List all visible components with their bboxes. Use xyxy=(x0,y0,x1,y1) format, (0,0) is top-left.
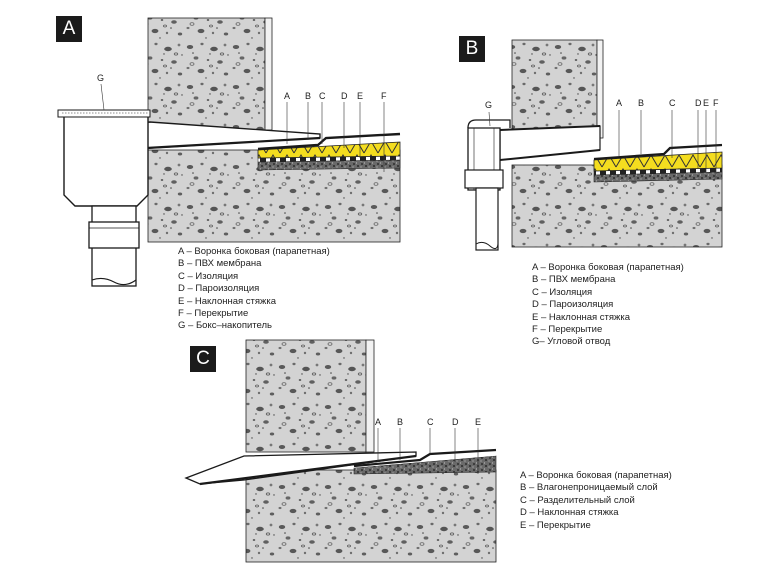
panel-b-callout-f: F xyxy=(713,98,719,108)
panel-b-callout-a: A xyxy=(616,98,622,108)
legend-item: B – Влагонепроницаемый слой xyxy=(520,482,658,494)
panel-a-insulation xyxy=(257,141,401,159)
panel-c-callout-a: A xyxy=(375,417,381,427)
panel-a-callout-b: B xyxy=(305,91,311,101)
legend-item: D – Пароизоляция xyxy=(178,283,260,295)
panel-c-badge: C xyxy=(190,346,216,372)
panel-c-callout-b: B xyxy=(397,417,403,427)
panel-c-drawing: A B C D E xyxy=(184,339,497,563)
panel-c-legend: A – Воронка боковая (парапетная) B – Вла… xyxy=(520,470,672,532)
legend-item: G – Бокс–накопитель xyxy=(178,320,272,332)
panel-c-callout-e: E xyxy=(475,417,481,427)
panel-b-membrane xyxy=(593,143,723,161)
legend-item: D – Пароизоляция xyxy=(532,299,614,311)
panel-a-callout-f: F xyxy=(381,91,387,101)
panel-a-callout-d: D xyxy=(341,91,348,101)
legend-item: B – ПВХ мембрана xyxy=(532,274,616,286)
legend-item: F – Перекрытие xyxy=(178,308,249,320)
panel-b-insulation xyxy=(593,151,723,172)
legend-item: B – ПВХ мембрана xyxy=(178,258,262,270)
legend-item: E – Наклонная стяжка xyxy=(532,311,631,323)
legend-item: A – Воронка боковая (парапетная) xyxy=(178,246,330,257)
panel-b-callout-b: B xyxy=(638,98,644,108)
panel-a-callout-g: G xyxy=(97,73,104,83)
panel-a-parapet-wall xyxy=(147,17,266,131)
legend-item: E – Перекрытие xyxy=(520,519,591,531)
panel-c-membrane xyxy=(353,448,497,468)
panel-a-badge: A xyxy=(56,16,82,42)
legend-item: F – Перекрытие xyxy=(532,324,603,336)
panel-b-callout-g: G xyxy=(485,100,492,110)
legend-item: G– Угловой отвод xyxy=(532,336,611,348)
panel-b-drawing: G A B C D E F xyxy=(464,39,723,251)
panel-b-callout-c: C xyxy=(669,98,676,108)
panel-c-callout-c: C xyxy=(427,417,434,427)
legend-item: A – Воронка боковая (парапетная) xyxy=(532,262,684,273)
panel-a-collector-box xyxy=(63,112,149,207)
panel-a-drawing: G A B C D E F xyxy=(57,17,401,287)
panel-b-parapet-wall xyxy=(511,39,598,139)
legend-item: A – Воронка боковая (парапетная) xyxy=(520,470,672,481)
panel-b-callout-e: E xyxy=(703,98,709,108)
panel-a-legend: A – Воронка боковая (парапетная) B – ПВХ… xyxy=(178,246,330,333)
legend-item: C – Разделительный слой xyxy=(520,494,635,506)
panel-a-callout-c: C xyxy=(319,91,326,101)
panel-c-parapet-wall xyxy=(245,339,367,453)
panel-b-legend: A – Воронка боковая (парапетная) B – ПВХ… xyxy=(532,262,684,349)
legend-item: E – Наклонная стяжка xyxy=(178,295,277,307)
panel-c-screed xyxy=(353,455,497,475)
legend-item: D – Наклонная стяжка xyxy=(520,507,619,519)
panel-a-callout-a: A xyxy=(284,91,290,101)
legend-item: C – Изоляция xyxy=(532,286,593,298)
panel-b-badge: B xyxy=(459,36,485,62)
panel-a-callout-e: E xyxy=(357,91,363,101)
panel-c-callout-d: D xyxy=(452,417,459,427)
panel-c-slab xyxy=(245,469,497,563)
panel-b-callout-d: D xyxy=(695,98,702,108)
legend-item: C – Изоляция xyxy=(178,270,239,282)
